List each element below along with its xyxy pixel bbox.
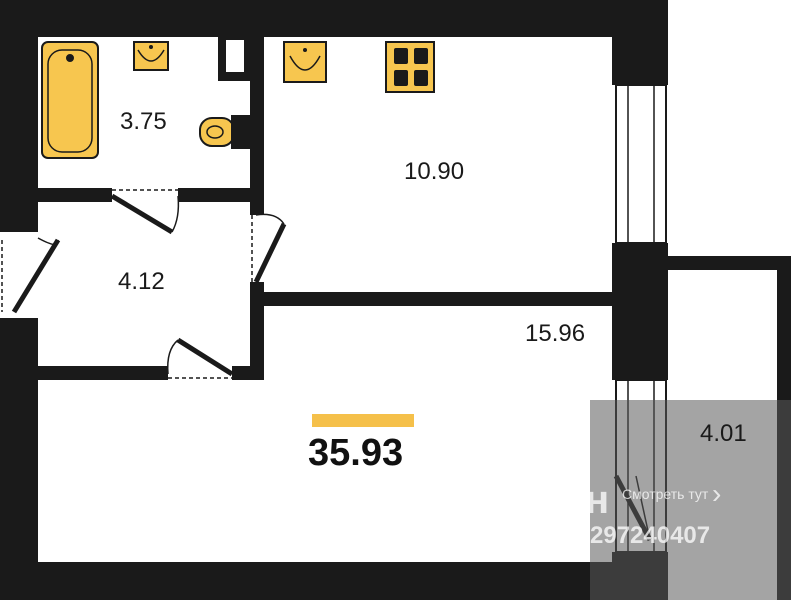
room-area-balcony: 4.01	[700, 420, 747, 447]
total-area-accent-bar	[312, 414, 414, 427]
fixtures	[41, 41, 435, 159]
wall-bath-kitchen	[250, 37, 264, 215]
chevron-right-icon[interactable]: ›	[712, 478, 722, 509]
wall-hall-right	[250, 282, 264, 380]
shaft-inner	[226, 40, 244, 72]
wall-left-upper	[0, 0, 38, 232]
wall-bath-hall-left	[38, 188, 112, 202]
kitchen-door	[250, 213, 287, 284]
wall-left-lower	[0, 318, 38, 600]
wall-hall-bottom-right	[232, 366, 264, 380]
wall-right-middle	[612, 243, 668, 380]
wall-bath-hall-right	[178, 188, 264, 202]
wall-top	[0, 0, 668, 37]
kitchen-sink-icon	[283, 41, 327, 83]
entrance-door	[0, 232, 61, 318]
living-door	[166, 337, 234, 380]
watermark-listing-id: 297240407	[590, 522, 711, 549]
bathroom-door	[110, 188, 180, 235]
balcony-frame-top	[668, 256, 791, 270]
room-area-living: 15.96	[525, 320, 586, 347]
room-area-hall: 4.12	[118, 268, 165, 295]
wall-hall-bottom-left	[38, 366, 168, 380]
bathroom-sink-icon	[133, 41, 169, 71]
kitchen-window	[615, 84, 667, 244]
watermark-overlay	[590, 400, 791, 600]
wall-bottom	[0, 562, 612, 600]
bathtub-icon	[41, 41, 99, 159]
doors	[0, 188, 653, 542]
watermark-link[interactable]: Смотреть тут	[622, 486, 709, 502]
total-area: 35.93	[308, 432, 404, 474]
room-area-kitchen: 10.90	[404, 158, 465, 185]
toilet-icon	[199, 115, 251, 149]
room-area-bathroom: 3.75	[120, 108, 167, 135]
wall-kitchen-living	[264, 292, 612, 306]
wall-right-upper	[612, 0, 668, 85]
watermark-brand: Циан	[506, 478, 611, 522]
stove-icon	[385, 41, 435, 93]
